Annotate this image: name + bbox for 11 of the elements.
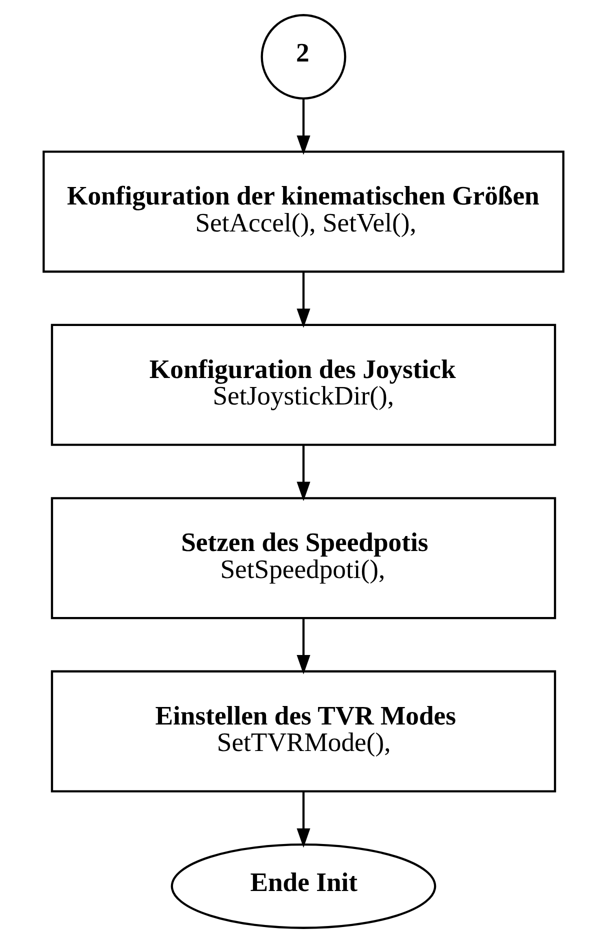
arrow <box>296 618 310 674</box>
node-circle: 2 <box>260 14 346 100</box>
arrow <box>296 99 310 155</box>
arrow <box>296 792 310 848</box>
node-box: Setzen des Speedpotis SetSpeedpoti(), <box>50 497 556 620</box>
arrow <box>296 445 310 502</box>
node-box: Konfiguration des Joystick SetJoystickDir(), <box>50 324 556 446</box>
node-box: Einstellen des TVR Modes SetTVRMode(), <box>50 670 556 792</box>
node-ellipse: Ende Init <box>170 844 436 929</box>
arrow <box>296 272 310 328</box>
node-box: Konfiguration der kinematischen Größen SetAccel(), SetVel(), <box>42 150 564 273</box>
